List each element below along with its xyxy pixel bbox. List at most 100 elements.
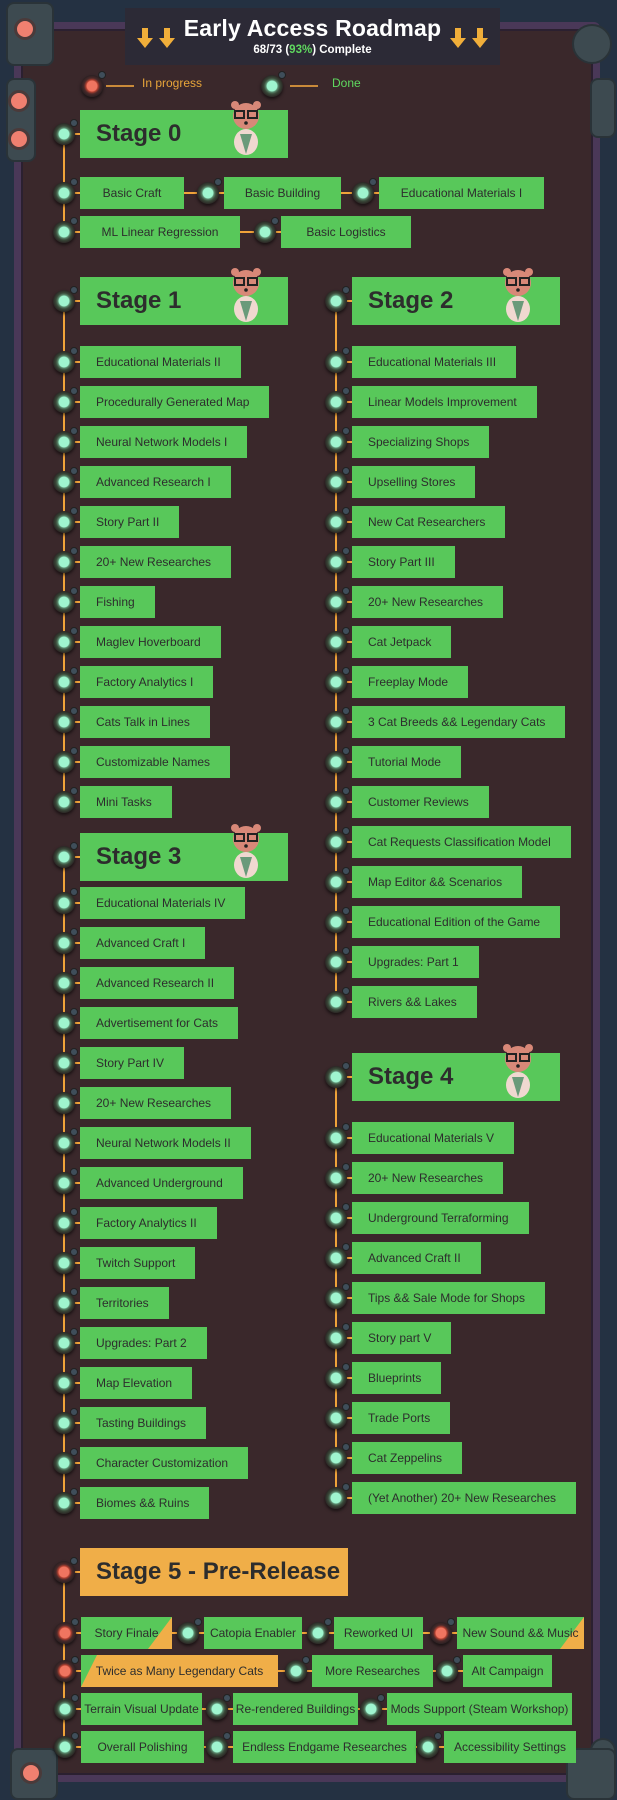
connector-line [278,1670,285,1672]
roadmap-item: Educational Materials V [352,1122,515,1154]
roadmap-item: Maglev Hoverboard [80,626,221,658]
item-label: Story Part IV [96,1056,165,1070]
connector-line [74,681,82,683]
item-label: Story part V [368,1331,432,1345]
connector-line [346,961,354,963]
roadmap-item: Underground Terraforming [352,1202,529,1234]
item-label: Upgrades: Part 1 [368,955,459,969]
connector-line [74,1062,82,1064]
connector-line [74,1222,82,1224]
item-label: Procedurally Generated Map [96,395,250,409]
roadmap-item: 20+ New Researches [80,546,232,578]
item-status-node-icon [325,347,350,373]
item-label: Basic Logistics [306,225,386,239]
item-status-node-icon [53,1488,78,1514]
roadmap-item: Map Editor && Scenarios [352,866,523,898]
stage-header-3: Stage 3 [80,824,288,881]
connector-line [74,231,82,233]
roadmap-item: Map Elevation [80,1367,193,1399]
roadmap-item: Story Finale [81,1617,172,1649]
roadmap-item: Story Part III [352,546,455,578]
connector-line [346,761,354,763]
connector-line [74,1022,82,1024]
item-status-node-icon [53,1328,78,1354]
roadmap-item: Mods Support (Steam Workshop) [387,1693,572,1725]
roadmap-item: New Cat Researchers [352,506,506,538]
connector-line [346,721,354,723]
item-status-node-icon [325,387,350,413]
connector-line [416,1746,417,1748]
connector-line [74,856,82,858]
connector-line [346,1257,354,1259]
item-label: Story Part III [368,555,435,569]
connector-line [74,300,82,302]
roadmap-item: Catopia Enabler [204,1617,302,1649]
stage-status-node-icon [53,286,78,312]
connector-line [74,1102,82,1104]
item-label: Factory Analytics I [96,675,194,689]
item-status-node-icon [53,1168,78,1194]
item-status-node-icon [54,1694,79,1720]
item-label: Educational Materials I [400,186,523,200]
cat-scientist-mascot-icon [224,98,268,156]
connector-line [346,1001,354,1003]
connector-line [74,801,82,803]
connector-line [74,401,82,403]
roadmap-item: Twice as Many Legendary Cats [81,1655,278,1687]
connector-line [346,300,354,302]
item-status-node-icon [285,1656,310,1682]
connector-line [204,1746,206,1748]
connector-line [346,561,354,563]
stage-status-node-icon [53,119,78,145]
item-status-node-icon [325,747,350,773]
item-label: Linear Models Improvement [368,395,517,409]
connector-line [346,681,354,683]
stage-title: Stage 4 [368,1063,454,1090]
item-status-node-icon [177,1618,202,1644]
item-label: Cat Requests Classification Model [368,835,551,849]
connector-line [74,601,82,603]
connector-line [75,1670,83,1672]
item-status-node-icon [54,1732,79,1758]
item-status-node-icon [53,747,78,773]
connector-line [346,881,354,883]
item-label: Biomes && Ruins [96,1496,190,1510]
item-label: Customizable Names [96,755,211,769]
roadmap-item: Customer Reviews [352,786,489,818]
connector-line [198,1632,206,1634]
item-status-node-icon [325,627,350,653]
connector-line [433,1670,436,1672]
roadmap-item: 20+ New Researches [352,586,504,618]
item-label: Story Finale [94,1626,159,1640]
item-label: Reworked UI [343,1626,414,1640]
connector-line [381,1708,389,1710]
lamp-icon [8,90,30,112]
roadmap-item: Rivers && Lakes [352,986,477,1018]
connector-line [346,1137,354,1139]
item-status-node-icon [325,1403,350,1429]
roadmap-item: Advanced Craft I [80,927,206,959]
item-status-node-icon [325,547,350,573]
connector-line [373,192,381,194]
item-status-node-icon [53,347,78,373]
item-label: Advanced Research I [96,475,211,489]
item-label: (Yet Another) 20+ New Researches [368,1491,556,1505]
connector-line [184,192,197,194]
stage-title: Stage 2 [368,287,454,314]
item-label: Twitch Support [96,1256,176,1270]
item-label: Mods Support (Steam Workshop) [390,1702,569,1716]
legend-line [290,85,318,87]
connector-line [451,1632,459,1634]
connector-line [74,133,82,135]
roadmap-item: Alt Campaign [463,1655,552,1687]
item-label: 20+ New Researches [368,1171,484,1185]
item-status-node-icon [352,178,377,204]
item-label: Twice as Many Legendary Cats [95,1664,264,1678]
connector-line [75,1746,83,1748]
legend-done-node-icon [261,71,286,97]
item-label: Cat Jetpack [368,635,432,649]
item-label: Re-rendered Buildings [235,1702,356,1716]
stage-status-node-icon [53,1557,78,1583]
item-status-node-icon [53,587,78,613]
item-status-node-icon [53,1448,78,1474]
